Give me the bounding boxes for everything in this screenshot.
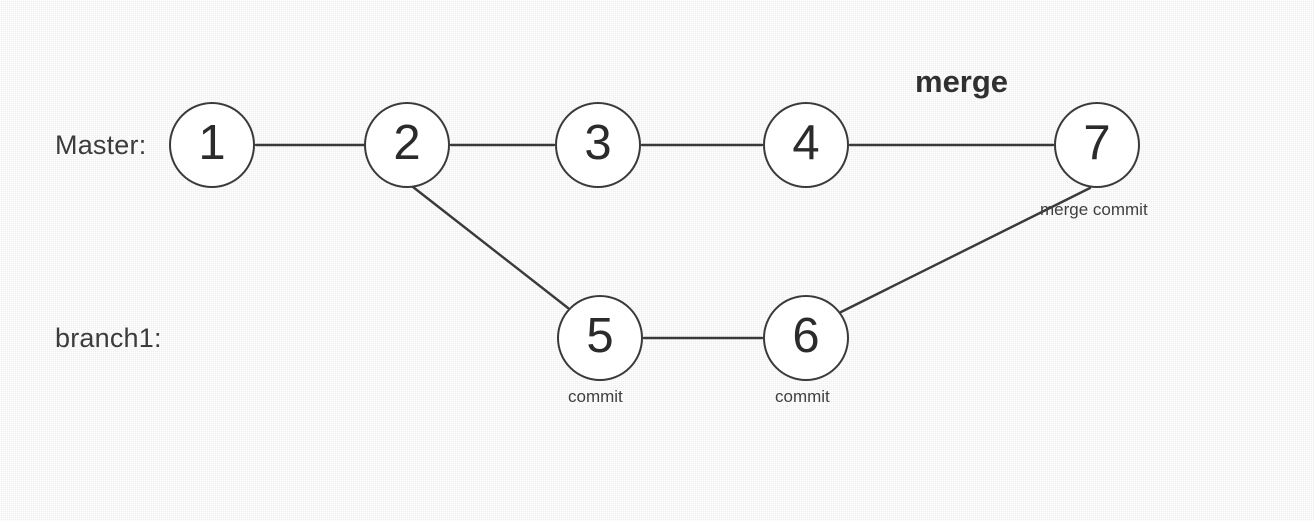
commit-node-4-label: 4 (792, 115, 820, 170)
commit-node-5-label: 5 (586, 308, 614, 363)
commit-node-5[interactable]: 5 (557, 295, 643, 381)
commit-node-4[interactable]: 4 (763, 102, 849, 188)
merge-annotation: merge (915, 64, 1009, 99)
lane-label-branch1: branch1: (55, 323, 162, 353)
commit-node-3-label: 3 (584, 115, 612, 170)
commit-node-1-label: 1 (198, 115, 226, 170)
commit-node-2[interactable]: 2 (364, 102, 450, 188)
edge-2-to-5 (411, 185, 570, 310)
lane-label-master: Master: (55, 130, 147, 160)
merge-commit-caption: merge commit (1040, 200, 1148, 219)
commit-node-6[interactable]: 6 (763, 295, 849, 381)
edge-6-to-7 (839, 186, 1092, 314)
commit-node-7[interactable]: 7 (1054, 102, 1140, 188)
commit-node-5-caption: commit (568, 387, 623, 406)
commit-node-6-label: 6 (792, 308, 820, 363)
commit-node-6-caption: commit (775, 387, 830, 406)
commit-node-7-label: 7 (1083, 115, 1111, 170)
commit-node-3[interactable]: 3 (555, 102, 641, 188)
commit-node-2-label: 2 (393, 115, 421, 170)
commit-node-1[interactable]: 1 (169, 102, 255, 188)
